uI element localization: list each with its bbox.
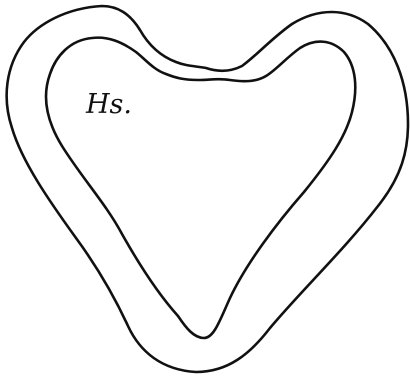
outer-contour — [7, 6, 408, 372]
region-label-hs: Hs. — [85, 89, 132, 120]
inner-contour — [46, 38, 355, 338]
